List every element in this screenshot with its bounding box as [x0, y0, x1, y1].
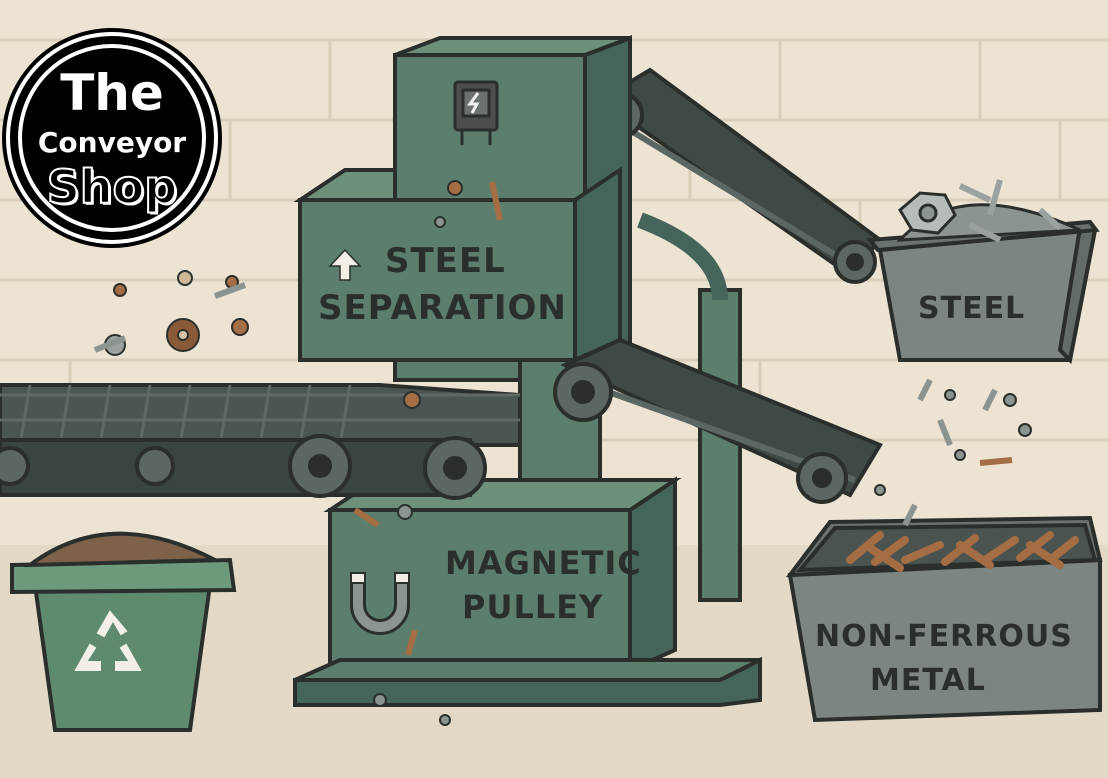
steel-bin: [866, 219, 1100, 365]
debris-particles: [93, 180, 1032, 726]
support-pipe: [637, 212, 728, 301]
recycle-bin: [10, 531, 237, 732]
upper-incline-conveyor: [596, 67, 883, 284]
magnetic-pulley-label-line1: MAGNETIC: [445, 544, 642, 582]
lower-incline-conveyor: [553, 337, 883, 504]
recycle-icon: [74, 610, 142, 671]
steel-pile: [896, 179, 1081, 243]
steel-separation-label-line1: STEEL: [385, 241, 506, 281]
feed-conveyor: [0, 383, 522, 500]
up-arrow-icon: [328, 248, 362, 281]
support-pole: [698, 288, 742, 602]
logo-ring: [18, 44, 206, 232]
the-conveyor-shop-logo: The Conveyor Shop: [6, 32, 218, 244]
electric-box-icon: [453, 80, 499, 145]
logo-line3: Shop: [46, 159, 178, 215]
non-ferrous-label-line2: METAL: [870, 663, 986, 698]
steel-bin-label: STEEL: [918, 291, 1026, 326]
magnetic-pulley-label-line2: PULLEY: [462, 588, 604, 626]
logo-line2: Conveyor: [37, 126, 187, 159]
non-ferrous-label-line1: NON-FERROUS: [815, 619, 1073, 654]
logo-line1: The: [60, 64, 164, 122]
steel-separation-label-line2: SEPARATION: [318, 288, 567, 328]
non-ferrous-pile: [846, 531, 1079, 572]
magnet-icon: [350, 572, 410, 635]
